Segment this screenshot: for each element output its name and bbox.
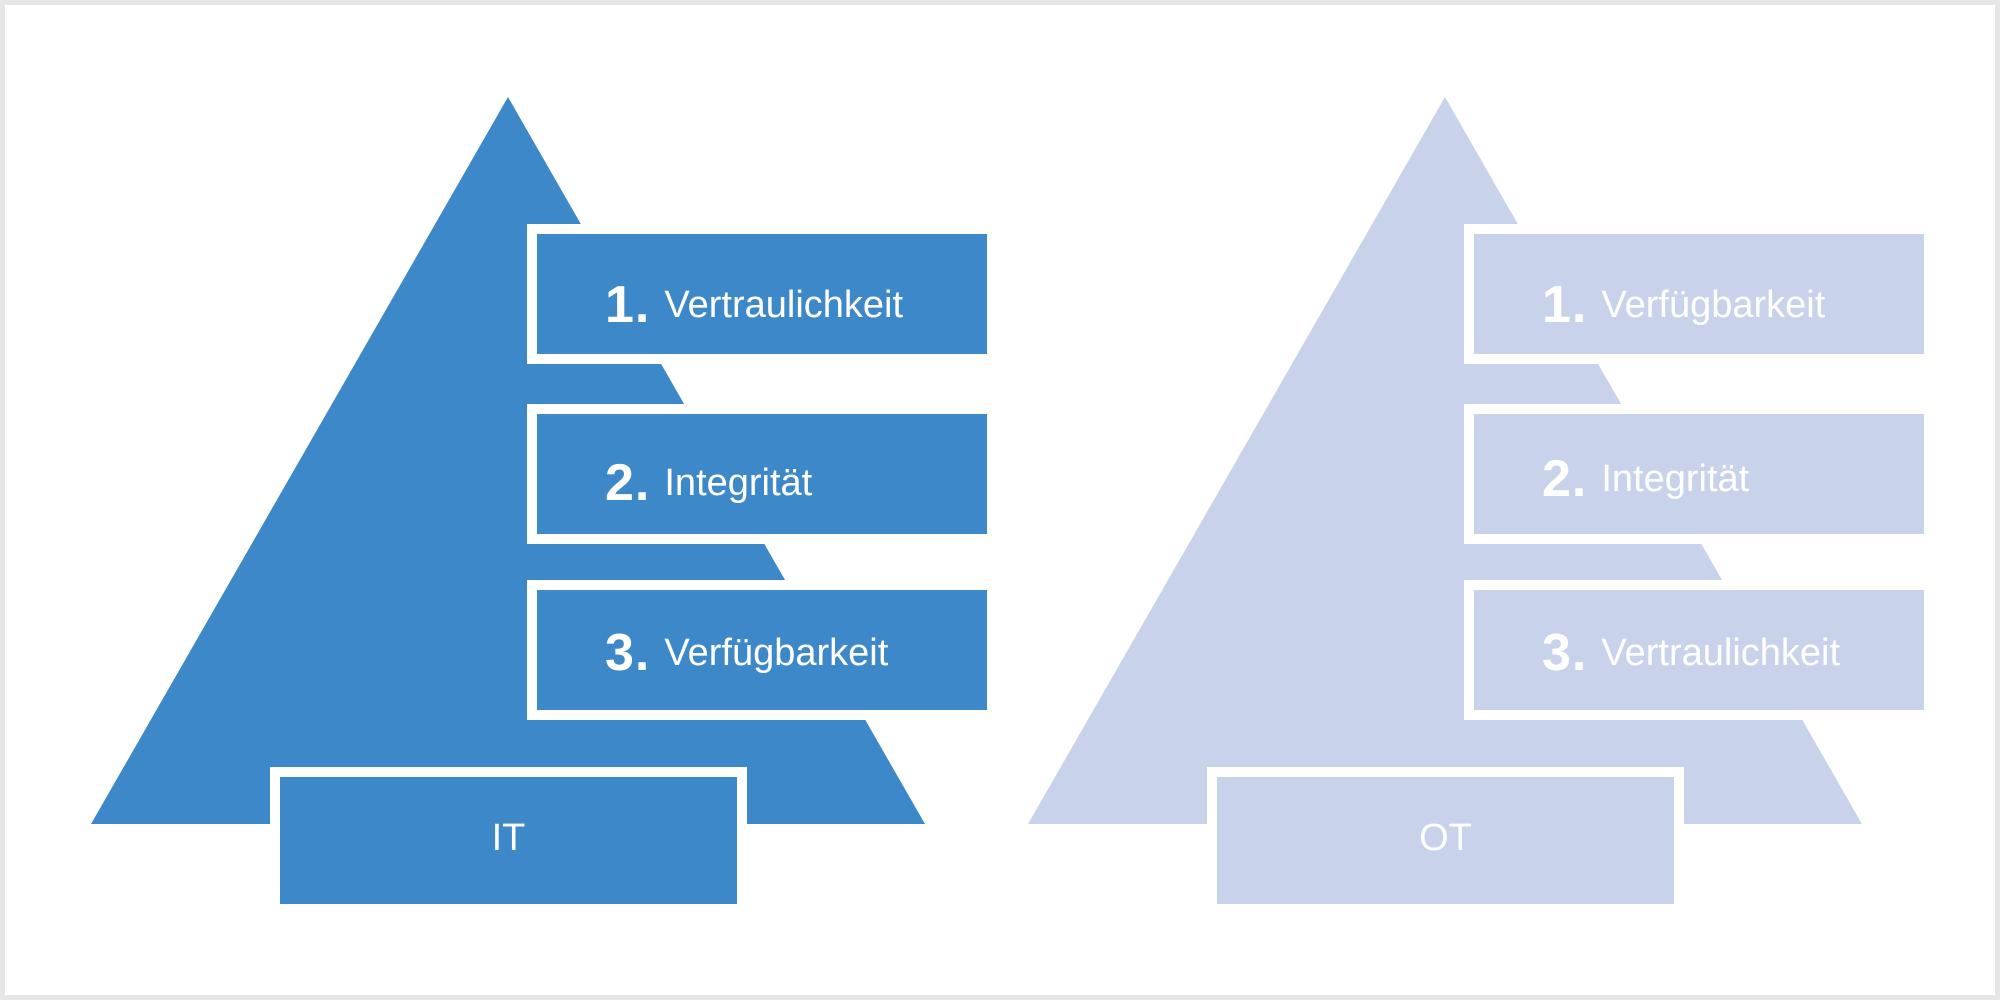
- level-number: 2.: [1542, 450, 1588, 508]
- level-label: Vertraulichkeit: [1601, 631, 1841, 674]
- diagram-canvas: 1. Vertraulichkeit 2. Integrität 3. Verf…: [5, 5, 1995, 995]
- pyramid-it-level-3: 3. Verfügbarkeit: [605, 615, 888, 691]
- level-number: 3.: [605, 624, 651, 682]
- pyramid-ot-base-label: OT: [1419, 817, 1472, 859]
- pyramid-ot-level-3-box: [1464, 580, 1934, 720]
- pyramid-it-level-1-box: [527, 224, 997, 364]
- pyramid-ot-level-3: 3. Vertraulichkeit: [1542, 615, 1840, 691]
- pyramid-it-level-2-box: [527, 404, 997, 544]
- level-label: Integrität: [664, 461, 813, 504]
- pyramid-ot-graphic: [1028, 97, 1934, 914]
- level-label: Verfügbarkeit: [664, 631, 889, 674]
- pyramid-ot: 1. Verfügbarkeit 2. Integrität 3. Vertra…: [940, 5, 1995, 995]
- level-label: Integrität: [1601, 457, 1750, 500]
- pyramid-it: 1. Vertraulichkeit 2. Integrität 3. Verf…: [5, 5, 1005, 995]
- pyramid-it-base-box: [270, 767, 747, 914]
- pyramid-ot-level-1-box: [1464, 224, 1934, 364]
- level-label: Verfügbarkeit: [1601, 283, 1826, 326]
- pyramid-ot-base-box: [1207, 767, 1684, 914]
- level-number: 1.: [605, 276, 651, 334]
- level-number: 1.: [1542, 276, 1588, 334]
- pyramid-it-base-label: IT: [491, 817, 526, 859]
- level-number: 2.: [605, 454, 651, 512]
- level-label: Vertraulichkeit: [664, 283, 904, 326]
- pyramid-ot-level-2-box: [1464, 404, 1934, 544]
- pyramid-ot-level-1: 1. Verfügbarkeit: [1542, 267, 1825, 343]
- pyramid-it-level-2: 2. Integrität: [605, 445, 812, 521]
- pyramid-ot-level-2: 2. Integrität: [1542, 441, 1749, 517]
- level-number: 3.: [1542, 624, 1588, 682]
- pyramid-it-level-3-box: [527, 580, 997, 720]
- pyramid-it-graphic: [91, 97, 997, 914]
- pyramid-it-level-1: 1. Vertraulichkeit: [605, 267, 903, 343]
